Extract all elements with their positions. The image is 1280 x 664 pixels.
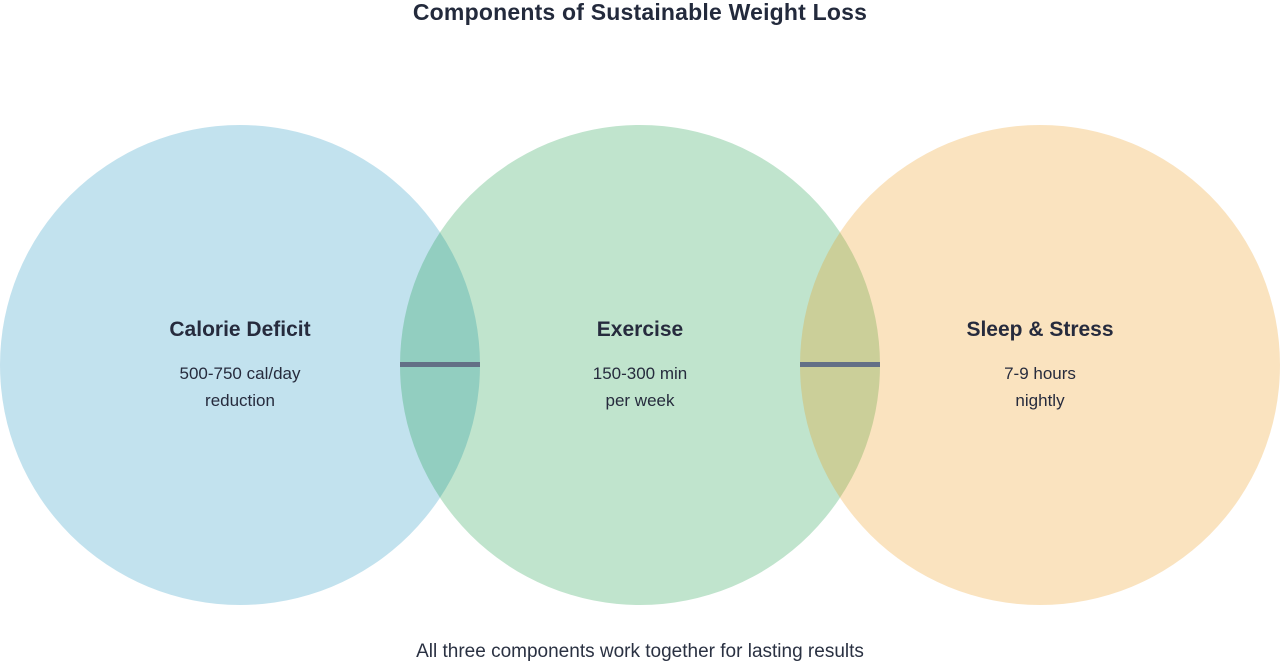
circle-sleep-stress	[800, 125, 1280, 605]
circle-detail-line: 7-9 hours	[1004, 364, 1076, 383]
circle-detail-line: nightly	[1015, 391, 1065, 410]
circle-detail-line: 150-300 min	[592, 364, 688, 383]
circle-heading: Sleep & Stress	[966, 318, 1114, 341]
circle-detail-line: reduction	[205, 391, 275, 410]
circle-detail-line: 500-750 cal/day	[179, 364, 301, 383]
diagram-title: Components of Sustainable Weight Loss	[412, 0, 868, 25]
circle-heading: Exercise	[596, 318, 684, 341]
label-sleep-stress: Sleep & Stress 7-9 hours nightly	[890, 316, 1190, 414]
label-exercise: Exercise 150-300 min per week	[490, 316, 790, 414]
circle-detail-line: per week	[605, 391, 675, 410]
connector-calorie-exercise	[400, 362, 480, 367]
diagram-caption: All three components work together for l…	[416, 641, 864, 662]
label-calorie-deficit: Calorie Deficit 500-750 cal/day reductio…	[90, 316, 390, 414]
circle-heading: Calorie Deficit	[169, 318, 311, 341]
connector-exercise-sleep	[800, 362, 880, 367]
